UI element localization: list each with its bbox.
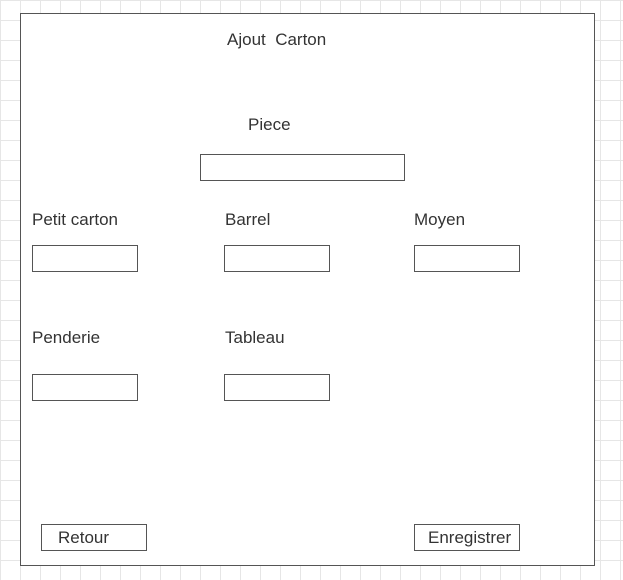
tableau-label: Tableau — [225, 328, 285, 347]
petit-carton-label: Petit carton — [32, 210, 118, 229]
penderie-input[interactable] — [32, 374, 138, 401]
petit-carton-input[interactable] — [32, 245, 138, 272]
save-button[interactable]: Enregistrer — [414, 524, 520, 551]
tableau-input[interactable] — [224, 374, 330, 401]
moyen-label: Moyen — [414, 210, 466, 229]
penderie-label: Penderie — [32, 328, 101, 347]
barrel-input[interactable] — [224, 245, 330, 272]
form-window — [20, 13, 595, 566]
back-button[interactable]: Retour — [41, 524, 147, 551]
piece-input[interactable] — [200, 154, 405, 181]
form-title: Ajout Carton — [227, 30, 327, 49]
piece-label: Piece — [248, 115, 291, 134]
barrel-label: Barrel — [225, 210, 271, 229]
moyen-input[interactable] — [414, 245, 520, 272]
